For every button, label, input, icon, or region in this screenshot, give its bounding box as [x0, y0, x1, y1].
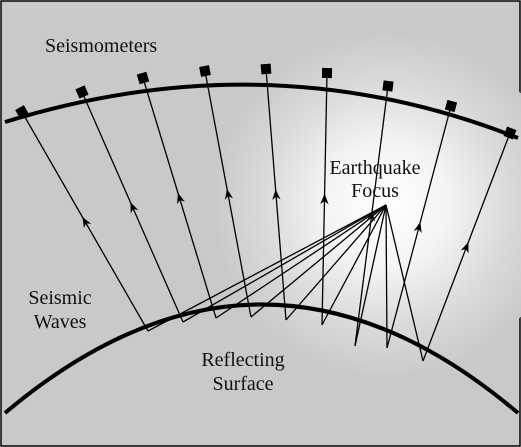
seismometers-label: Seismometers	[45, 35, 157, 57]
reflected-ray	[386, 105, 452, 349]
incident-ray	[182, 204, 387, 323]
seismic-waves-label-line2: Waves	[34, 311, 87, 333]
seismometer-marker	[382, 80, 394, 92]
incident-ray	[147, 204, 387, 332]
seismometer-marker	[199, 65, 211, 77]
seismometer-marker	[321, 67, 333, 79]
reflected-ray	[354, 85, 389, 347]
reflected-ray	[21, 111, 149, 332]
reflected-ray	[81, 91, 184, 323]
seismometer-marker	[444, 99, 458, 113]
incident-ray	[321, 204, 387, 326]
seismometer-marker	[75, 85, 89, 99]
incident-ray	[385, 204, 424, 362]
focus-glow	[211, 30, 521, 380]
seismic-waves-label-line1: Seismic	[28, 287, 91, 309]
seismometer-marker	[503, 126, 517, 140]
earthquake-focus-label-line2: Focus	[351, 180, 399, 202]
seismometer-marker	[136, 71, 150, 85]
seismic-rays	[21, 68, 511, 362]
reflecting-surface-label-line2: Surface	[212, 373, 273, 395]
incident-ray	[285, 204, 387, 321]
reflected-ray	[265, 68, 287, 321]
seismometer-marker	[15, 105, 29, 119]
reflected-ray	[142, 77, 217, 319]
reflected-ray	[320, 72, 329, 326]
reflected-ray	[422, 132, 511, 362]
seismometer-marker	[260, 63, 272, 75]
incident-ray	[250, 204, 387, 318]
incident-ray	[385, 204, 388, 349]
reflecting-surface-arc	[3, 302, 520, 415]
incident-ray	[215, 204, 387, 319]
reflected-ray	[204, 70, 252, 318]
incident-ray	[354, 204, 387, 347]
earthquake-focus-label-line1: Earthquake	[329, 157, 420, 179]
reflecting-surface-label-line1: Reflecting	[201, 349, 284, 371]
seismometer-markers	[15, 63, 517, 140]
